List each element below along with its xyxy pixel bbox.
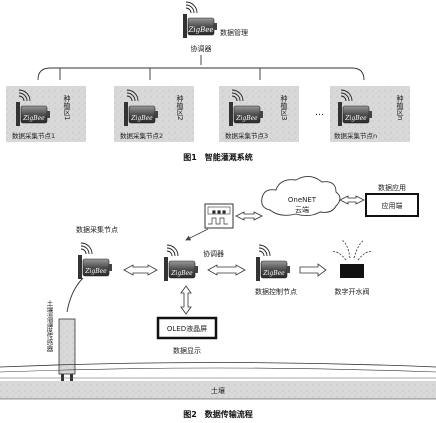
onenet-cloud: OneNET 云端 [261, 176, 341, 217]
sensor-label: 土壤温湿度传感器 [45, 299, 53, 354]
zone-box-1: ZigBee 种植区1 数据采集节点1 [6, 86, 86, 142]
collector-module: ZigBee [77, 242, 113, 280]
node-label: 数据采集节点1 [12, 131, 55, 140]
zone-chip-text: ZigBee [235, 115, 258, 122]
zone-box-3: ZigBee 种植区3 数据采集节点3 [219, 86, 299, 142]
collector-coordinator-arrow [123, 264, 158, 276]
coordinator2-module: ZigBee [163, 244, 199, 282]
device-cloud-arrow [235, 211, 263, 221]
tree-connector [37, 55, 365, 81]
zone-box-2: ZigBee 种植区2 数据采集节点2 [114, 86, 194, 142]
figure1-caption: 图1 智能灌溉系统 [183, 152, 253, 162]
coordinator-chip-text: ZigBee [187, 26, 213, 34]
app-box: 应用端 [365, 193, 419, 217]
coordinator2-chip-text: ZigBee [170, 270, 193, 277]
coordinator-control-arrow [207, 264, 246, 276]
zone-label: 种植区3 [280, 94, 288, 120]
zone-chip-text: ZigBee [344, 115, 367, 122]
control-label: 数据控制节点 [255, 287, 297, 296]
node-label: 数据采集节点3 [225, 131, 268, 140]
svg-text:■ ■ ■: ■ ■ ■ [212, 209, 226, 214]
valve-icon [331, 239, 373, 278]
soil-layer: 土壤 [0, 362, 436, 400]
node-label: 数据采集节点2 [120, 131, 163, 140]
coordinator-oled-arrow [180, 285, 192, 315]
coordinator2-label: 协调器 [203, 249, 224, 258]
node-label: 数据采集节点n [334, 131, 377, 140]
cloud-label-2: 云端 [295, 205, 309, 214]
zone-ellipsis: … [315, 108, 324, 118]
app-title: 数据应用 [378, 183, 406, 192]
valve-label: 数字开水阀 [335, 287, 370, 296]
collector-chip-text: ZigBee [84, 268, 107, 275]
zone-box-n: ZigBee 种植区n 数据采集节点n [330, 86, 410, 142]
control-module: ZigBee [255, 244, 291, 282]
zone-label: 种植区1 [63, 94, 71, 120]
zone-label: 种植区2 [176, 94, 184, 120]
soil-sensor [58, 277, 84, 386]
figure2-caption: 图2 数据传输流程 [183, 409, 253, 419]
coordinator-module: ZigBee [182, 1, 218, 39]
gateway-device: ■ ■ ■ [204, 203, 234, 229]
oled-label: 数据显示 [173, 346, 201, 355]
cloud-app-arrow [339, 195, 365, 205]
zone-chip-text: ZigBee [22, 115, 45, 122]
control-chip-text: ZigBee [262, 270, 285, 277]
coordinator-label: 协调器 [191, 44, 212, 53]
app-box-label: 应用端 [382, 201, 403, 210]
zone-label: 种植区n [396, 94, 404, 120]
cloud-label-1: OneNET [288, 196, 317, 204]
coordinator-title: 数据管理 [220, 28, 248, 37]
zone-chip-text: ZigBee [130, 115, 153, 122]
oled-box-label: OLED液晶屏 [167, 324, 207, 333]
soil-label: 土壤 [211, 386, 225, 395]
oled-box: OLED液晶屏 [156, 316, 218, 340]
device-coordinator-arrow [185, 228, 209, 241]
collector-label: 数据采集节点 [76, 225, 118, 234]
control-valve-arrow [299, 263, 327, 277]
